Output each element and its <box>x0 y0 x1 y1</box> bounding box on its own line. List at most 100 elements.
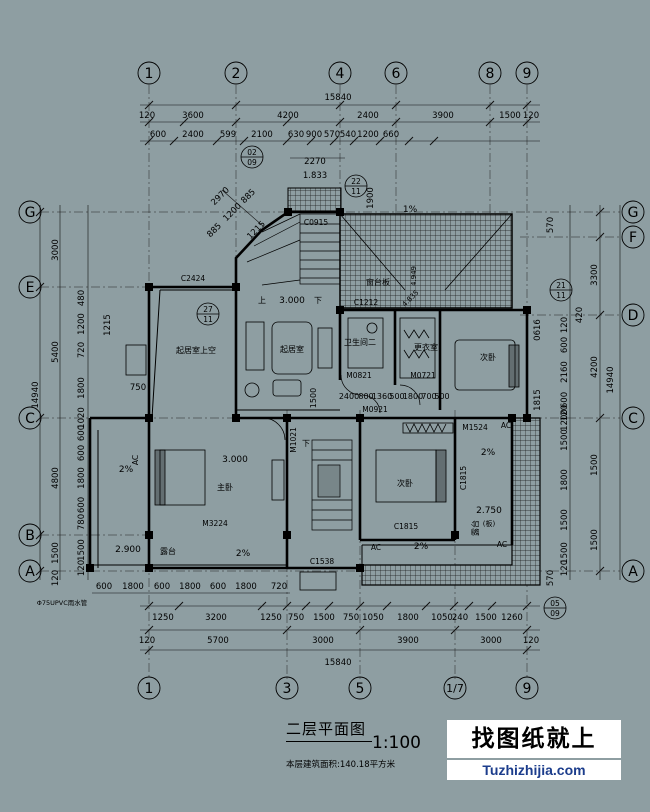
axis-right-1: G <box>628 205 639 221</box>
dim-right-2: 4200 <box>590 356 600 378</box>
axis-labels: 1 2 4 6 8 9 1 3 5 1/7 9 G E C B A G F D … <box>25 66 639 697</box>
dim-right-in-3: 600 <box>560 337 570 353</box>
dim-stair-0: 2970 <box>209 185 231 207</box>
elev-terrace2-note: (板) <box>483 519 496 528</box>
dim-left-in-8: 600 <box>77 445 87 461</box>
dim-in-3: 500 <box>389 392 404 401</box>
dim-right-in-1: 420 <box>575 307 585 323</box>
dim-in-4: 1800 <box>403 392 423 401</box>
dimension-ticks <box>35 100 605 655</box>
dim-in-1: 800 <box>358 392 373 401</box>
axis-left-1: G <box>25 205 36 221</box>
room-bath2: 卫生间二 <box>344 337 376 347</box>
elev-small: 4.949 <box>410 266 418 286</box>
dim-win-4: 600 <box>210 582 226 592</box>
detail-callout-circles <box>196 145 573 620</box>
room-labels: 起居室上空 起居室 卫生间二 更衣室 次卧 主卧 次卧 露台 露台 窗台板 上 … <box>160 277 496 556</box>
dim-bot-1-10: 1500 <box>475 613 497 623</box>
dim-left-in-9: 1800 <box>77 467 87 489</box>
code-ac4: AC <box>497 540 507 549</box>
code-c2424: C2424 <box>181 274 206 283</box>
code-m3224: M3224 <box>202 519 228 528</box>
dim-bot-2-5: 120 <box>523 636 539 646</box>
dim-stair-2: 1.833 <box>303 171 327 181</box>
room-master: 主卧 <box>217 482 233 492</box>
axis-bottom-4: 1/7 <box>446 682 464 695</box>
dim-bot-1-0: 1250 <box>152 613 174 623</box>
dim-right-in-10: 1800 <box>560 469 570 491</box>
dim-top-2-7: 540 <box>340 130 356 140</box>
dim-right-5: 570 <box>546 570 556 586</box>
dim-left-in-0: 480 <box>77 290 87 306</box>
dim-left-in-6: 600 <box>77 425 87 441</box>
stair-down-label-2: 下 <box>302 439 310 448</box>
dim-right-in-13: 1500 <box>560 542 570 564</box>
code-c0915: C0915 <box>304 218 329 227</box>
stair-top-hatch <box>287 187 342 213</box>
elevation-labels: 3.000 3.000 2.900 2.750 (板) 1% 4.949 4.8… <box>115 205 502 559</box>
callout-2-top: 22 <box>351 177 361 186</box>
dim-left-in-5: 1800 <box>77 377 87 399</box>
dim-top-2-6: 570 <box>324 130 340 140</box>
dim-left-2: 4800 <box>51 467 61 489</box>
dim-right-1: 3300 <box>590 264 600 286</box>
watermark-logo-text: 找图纸就上 <box>447 720 621 758</box>
dim-left-in-11: 780 <box>77 514 87 530</box>
roof-hatched-area <box>339 213 513 309</box>
axis-right-2: F <box>629 230 637 246</box>
room-bay-window: 窗台板 <box>366 277 390 287</box>
axis-bottom-1: 1 <box>145 681 154 697</box>
dim-win-6: 720 <box>271 582 287 592</box>
dim-win-0: 600 <box>96 582 112 592</box>
callout-labels: 02 09 22 11 27 11 21 11 05 09 <box>203 148 566 618</box>
dim-bot-1-5: 750 <box>343 613 359 623</box>
elev-stair: 3.000 <box>279 296 305 306</box>
code-c1212: C1212 <box>354 298 379 307</box>
axis-bottom-2: 3 <box>283 681 292 697</box>
dim-top-2-3: 2100 <box>251 130 273 140</box>
dim-top-1-0: 120 <box>139 111 155 121</box>
dim-bot-1-3: 750 <box>288 613 304 623</box>
drawing-scale: 1:100 <box>372 733 421 753</box>
dim-bot-2-3: 3900 <box>397 636 419 646</box>
dim-left-0: 3000 <box>51 239 61 261</box>
dim-stair-4: 1200 <box>221 201 243 223</box>
columns <box>86 208 531 572</box>
dim-stair-7: 1900 <box>366 187 376 209</box>
dim-right-3: 1500 <box>590 454 600 476</box>
room-bedroom3: 次卧 <box>397 478 413 488</box>
room-living-void: 起居室上空 <box>176 345 216 355</box>
right-dimensions: 14940 570 3300 4200 1500 1500 570 120 42… <box>533 217 616 586</box>
dim-win-1: 1800 <box>122 582 144 592</box>
dim-top-total: 15840 <box>324 93 351 103</box>
dim-bot-2-4: 3000 <box>480 636 502 646</box>
dim-left-in-3: 1215 <box>103 314 113 336</box>
thin-walls <box>90 289 512 568</box>
code-m0921: M0921 <box>362 405 388 414</box>
watermark-url: Tuzhizhijia.com <box>447 760 621 780</box>
floor-area-note: 本层建筑面积:140.18平方米 <box>286 760 396 770</box>
dim-left-3: 1500 <box>51 542 61 564</box>
dim-right-in-0: 120 <box>560 317 570 333</box>
dim-right-in-12: 120 <box>560 560 570 576</box>
slope-3: 2% <box>481 448 496 458</box>
callout-3-top: 27 <box>203 305 213 314</box>
dim-right-total: 14940 <box>606 366 616 393</box>
drawing-title: 二层平面图 <box>286 720 367 738</box>
axis-top-3: 4 <box>336 66 345 82</box>
slope-4: 2% <box>414 542 429 552</box>
callout-5-bottom: 09 <box>550 609 560 618</box>
dim-bot-2-1: 5700 <box>207 636 229 646</box>
dim-bot-2-0: 120 <box>139 636 155 646</box>
dim-bot-2-2: 3000 <box>312 636 334 646</box>
dim-bot-1-2: 1250 <box>260 613 282 623</box>
dim-left-in-4: 750 <box>130 383 146 393</box>
dim-right-in-9: 1500 <box>560 429 570 451</box>
dim-left-in-12: 120 <box>77 560 87 576</box>
dim-left-4: 120 <box>51 570 61 586</box>
dim-top-2-2: 599 <box>220 130 236 140</box>
callout-4-top: 21 <box>556 281 566 290</box>
code-m1524: M1524 <box>462 423 488 432</box>
room-living: 起居室 <box>280 344 304 354</box>
